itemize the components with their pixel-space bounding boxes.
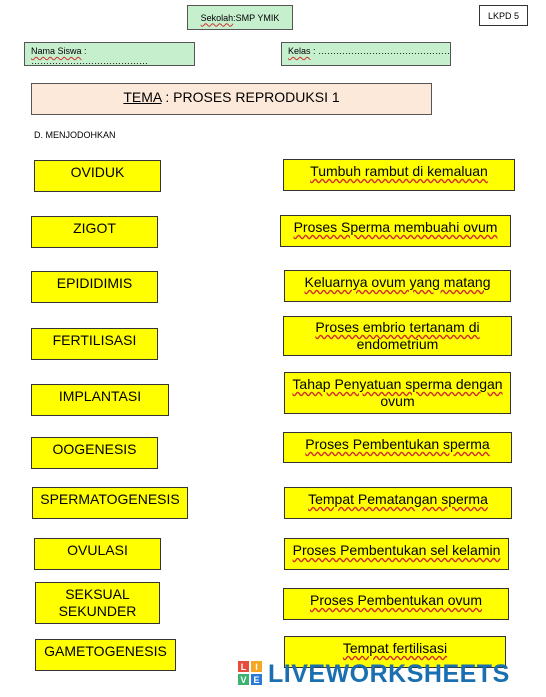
left-item-9-line2: SEKUNDER [58, 603, 137, 619]
right-item-2-label: Proses Sperma membuahi ovum [293, 219, 498, 235]
right-item-8[interactable]: Proses Pembentukan sel kelamin [284, 538, 509, 570]
student-name-dots: ………………………………… [31, 56, 148, 66]
logo-letter-i: I [251, 661, 262, 672]
logo-letter-l: L [238, 661, 249, 672]
school-sep: : [233, 12, 236, 23]
class-label: Kelas [288, 46, 311, 56]
right-item-1[interactable]: Tumbuh rambut di kemaluan [283, 159, 515, 191]
right-item-5-line2: ovum [380, 393, 415, 409]
theme-box: TEMA : PROSES REPRODUKSI 1 [31, 83, 432, 115]
school-value: SMP YMIK [235, 12, 280, 23]
right-item-9[interactable]: Proses Pembentukan ovum [283, 588, 509, 620]
student-name-sep: : [81, 46, 87, 56]
theme-sep: : [161, 89, 174, 105]
right-item-6-label: Proses Pembentukan sperma [305, 436, 490, 452]
student-name-box: Nama Siswa : ………………………………… [24, 42, 195, 66]
left-item-4[interactable]: FERTILISASI [31, 328, 158, 360]
right-item-5[interactable]: Tahap Penyatuan sperma dengan ovum [284, 372, 511, 414]
left-item-10[interactable]: GAMETOGENESIS [35, 639, 176, 671]
right-item-7-label: Tempat Pematangan sperma [308, 491, 488, 507]
right-item-1-label: Tumbuh rambut di kemaluan [310, 163, 488, 179]
class-box: Kelas : ………………………………………… [281, 42, 451, 66]
right-item-10[interactable]: Tempat fertilisasi [284, 636, 506, 668]
right-item-6[interactable]: Proses Pembentukan sperma [283, 432, 512, 463]
left-item-8[interactable]: OVULASI [34, 538, 161, 570]
left-item-7[interactable]: SPERMATOGENESIS [32, 487, 188, 519]
class-dots: ………………………………………… [318, 46, 451, 56]
liveworksheets-logo-icon: L I V E [238, 661, 264, 687]
logo-letter-v: V [238, 674, 249, 685]
left-item-1-label: OVIDUK [70, 164, 125, 180]
left-item-7-label: SPERMATOGENESIS [40, 491, 180, 507]
school-box: Sekolah : SMP YMIK [187, 5, 293, 30]
section-title: D. MENJODOHKAN [34, 130, 116, 140]
left-item-2-label: ZIGOT [73, 220, 116, 236]
left-item-1[interactable]: OVIDUK [34, 160, 161, 192]
left-item-9[interactable]: SEKSUAL SEKUNDER [35, 582, 160, 624]
student-name-label: Nama Siswa [31, 46, 82, 56]
right-item-7[interactable]: Tempat Pematangan sperma [284, 487, 512, 519]
left-item-8-label: OVULASI [67, 542, 128, 558]
left-item-6-label: OOGENESIS [52, 441, 137, 457]
right-item-8-label: Proses Pembentukan sel kelamin [292, 542, 501, 558]
right-item-10-label: Tempat fertilisasi [342, 640, 448, 656]
left-item-10-label: GAMETOGENESIS [44, 643, 167, 659]
logo-letter-e: E [251, 674, 262, 685]
right-item-3[interactable]: Keluarnya ovum yang matang [284, 270, 511, 302]
liveworksheets-logo: L I V E LIVEWORKSHEETS [238, 659, 538, 689]
left-item-9-line1: SEKSUAL [65, 586, 130, 602]
lkpd-text: LKPD 5 [487, 10, 520, 21]
left-item-2[interactable]: ZIGOT [31, 216, 158, 248]
left-item-5[interactable]: IMPLANTASI [31, 384, 169, 416]
left-item-3-label: EPIDIDIMIS [56, 275, 133, 291]
class-sep: : [310, 46, 319, 56]
left-item-5-label: IMPLANTASI [58, 388, 142, 404]
lkpd-badge: LKPD 5 [479, 5, 528, 26]
right-item-2[interactable]: Proses Sperma membuahi ovum [280, 215, 511, 247]
right-item-5-line1: Tahap Penyatuan sperma dengan [292, 376, 503, 392]
liveworksheets-wordmark: LIVEWORKSHEETS [268, 659, 510, 688]
theme-value: PROSES REPRODUKSI 1 [173, 89, 340, 105]
left-item-4-label: FERTILISASI [52, 332, 137, 348]
right-item-3-label: Keluarnya ovum yang matang [304, 274, 491, 290]
left-item-6[interactable]: OOGENESIS [31, 437, 158, 469]
right-item-4-line2: endometrium [356, 336, 439, 352]
theme-label: TEMA [123, 89, 162, 105]
left-item-3[interactable]: EPIDIDIMIS [31, 271, 158, 303]
right-item-4-line1: Proses embrio tertanam di [315, 319, 480, 335]
right-item-4[interactable]: Proses embrio tertanam di endometrium [283, 316, 512, 356]
right-item-9-label: Proses Pembentukan ovum [310, 592, 482, 608]
school-label: Sekolah [200, 12, 234, 23]
